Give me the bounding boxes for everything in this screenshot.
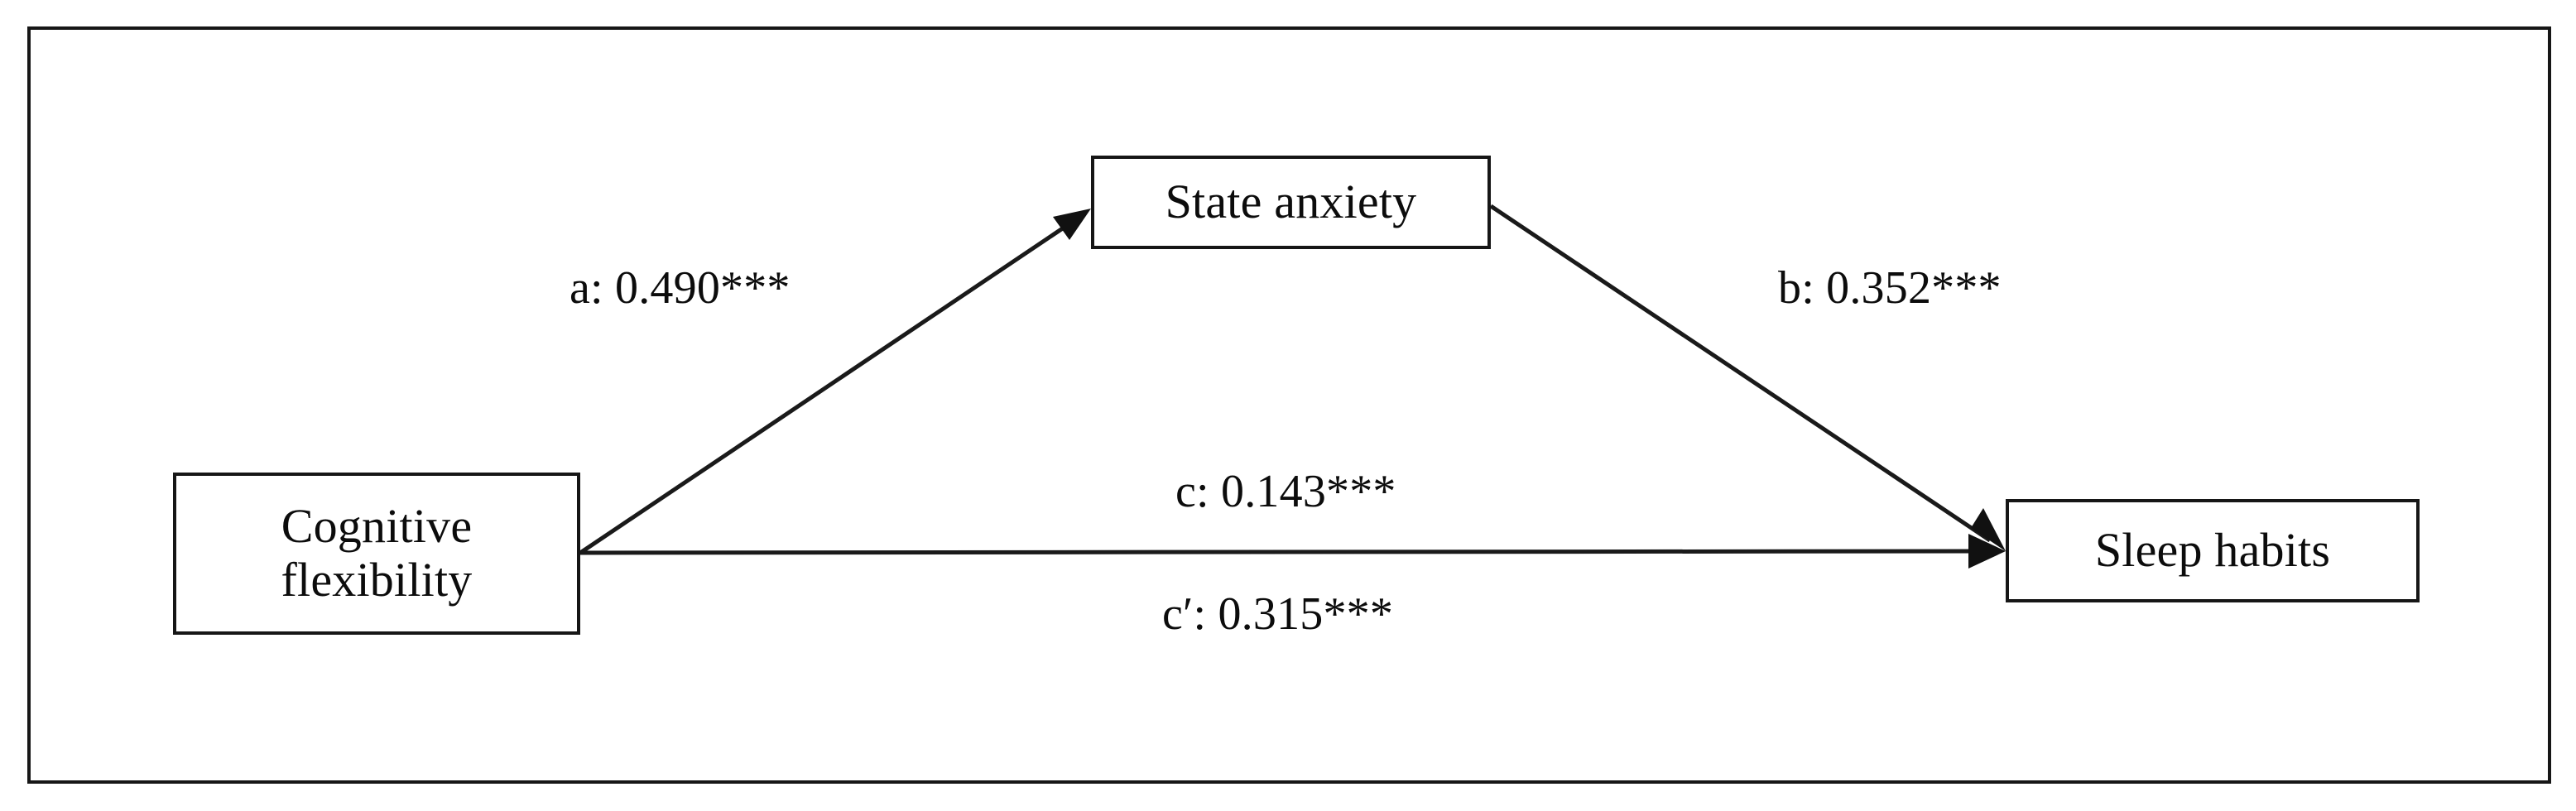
path-c-arrowhead xyxy=(1968,534,2006,569)
path-b-arrowhead xyxy=(1971,508,2006,551)
path-label-a: a: 0.490*** xyxy=(570,262,791,314)
path-a-arrow xyxy=(579,209,1091,555)
path-b-line xyxy=(1489,204,1992,543)
node-state-anxiety-label: State anxiety xyxy=(1165,175,1417,229)
path-a-line xyxy=(579,217,1078,555)
path-label-b: b: 0.352*** xyxy=(1778,262,2002,314)
figure-border xyxy=(27,26,2551,784)
path-c-line xyxy=(579,549,1992,555)
node-cognitive-flexibility[interactable]: Cognitive flexibility xyxy=(173,473,580,635)
node-cognitive-flexibility-label: Cognitive flexibility xyxy=(281,499,473,607)
path-label-c-prime: c′: 0.315*** xyxy=(1162,588,1394,640)
node-state-anxiety[interactable]: State anxiety xyxy=(1091,156,1491,249)
node-sleep-habits-label: Sleep habits xyxy=(2094,523,2331,578)
path-b-arrow xyxy=(1489,204,2006,551)
path-label-c: c: 0.143*** xyxy=(1175,466,1396,517)
path-c-arrow xyxy=(579,534,2006,569)
path-a-arrowhead xyxy=(1053,209,1091,240)
node-sleep-habits[interactable]: Sleep habits xyxy=(2006,499,2420,602)
